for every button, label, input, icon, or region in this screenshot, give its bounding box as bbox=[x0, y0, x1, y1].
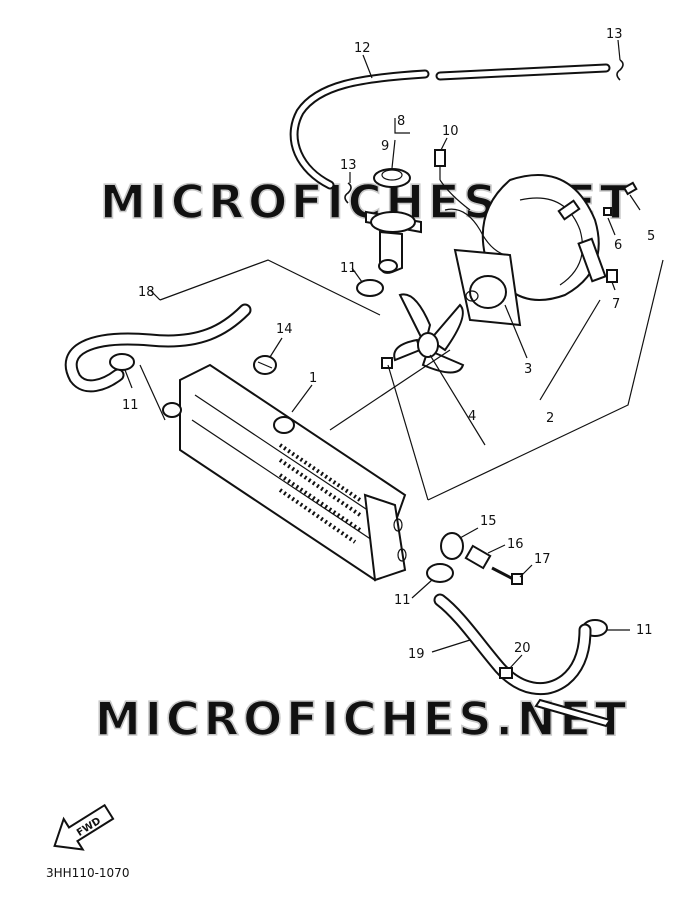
callout-7: 7 bbox=[612, 297, 620, 312]
hose-clamp-lower bbox=[426, 563, 454, 583]
inlet-hose bbox=[64, 303, 252, 393]
callout-13-mid: 13 bbox=[340, 158, 357, 173]
leader-lines bbox=[124, 39, 664, 669]
watermark-bottom: MICROFICHES.NET bbox=[95, 692, 630, 746]
callout-13-top: 13 bbox=[606, 27, 623, 42]
hose-clamp-upper bbox=[356, 279, 384, 297]
callout-11-lower: 11 bbox=[394, 593, 411, 608]
callout-15: 15 bbox=[480, 514, 497, 529]
callout-11-left: 11 bbox=[122, 398, 139, 413]
callout-2: 2 bbox=[546, 411, 554, 426]
callouts: 1 2 3 4 5 6 7 8 9 10 11 11 11 11 11 12 1… bbox=[122, 27, 655, 662]
callout-12: 12 bbox=[354, 41, 371, 56]
shroud-washer bbox=[603, 207, 612, 216]
callout-4: 4 bbox=[468, 409, 476, 424]
damper bbox=[440, 532, 464, 560]
callout-19: 19 bbox=[408, 647, 425, 662]
callout-6: 6 bbox=[614, 238, 622, 253]
mounting-bolt bbox=[491, 566, 523, 585]
hose-clamp-left bbox=[109, 353, 135, 371]
shroud-nut bbox=[606, 269, 618, 283]
callout-16: 16 bbox=[507, 537, 524, 552]
fan-motor bbox=[444, 208, 522, 327]
callout-20: 20 bbox=[514, 641, 531, 656]
callout-3: 3 bbox=[524, 362, 532, 377]
shroud-bolt bbox=[622, 181, 638, 196]
collar bbox=[464, 544, 492, 570]
forward-arrow-icon: FWD bbox=[53, 803, 115, 851]
callout-5: 5 bbox=[647, 229, 655, 244]
callout-14: 14 bbox=[276, 322, 293, 337]
radiator-core bbox=[278, 443, 362, 544]
bracket-bolt bbox=[499, 667, 612, 728]
callout-10: 10 bbox=[442, 124, 459, 139]
hose-clip-mid bbox=[344, 182, 352, 204]
fan-nut bbox=[381, 357, 393, 369]
fan-blade bbox=[393, 293, 465, 374]
callout-9: 9 bbox=[381, 139, 389, 154]
callout-1: 1 bbox=[309, 371, 317, 386]
outlet-hose bbox=[433, 593, 592, 695]
temperature-sensor bbox=[434, 149, 471, 211]
radiator bbox=[162, 363, 407, 582]
callout-11-right: 11 bbox=[636, 623, 653, 638]
diagram-code: 3HH110-1070 bbox=[46, 866, 129, 880]
hose-clip-top bbox=[616, 59, 624, 81]
callout-11-upper: 11 bbox=[340, 261, 357, 276]
callout-17: 17 bbox=[534, 552, 551, 567]
callout-18: 18 bbox=[138, 285, 155, 300]
radiator-cap bbox=[253, 355, 277, 375]
filler-neck-assembly bbox=[365, 168, 422, 274]
callout-8: 8 bbox=[397, 114, 405, 129]
overflow-hose bbox=[289, 63, 611, 190]
